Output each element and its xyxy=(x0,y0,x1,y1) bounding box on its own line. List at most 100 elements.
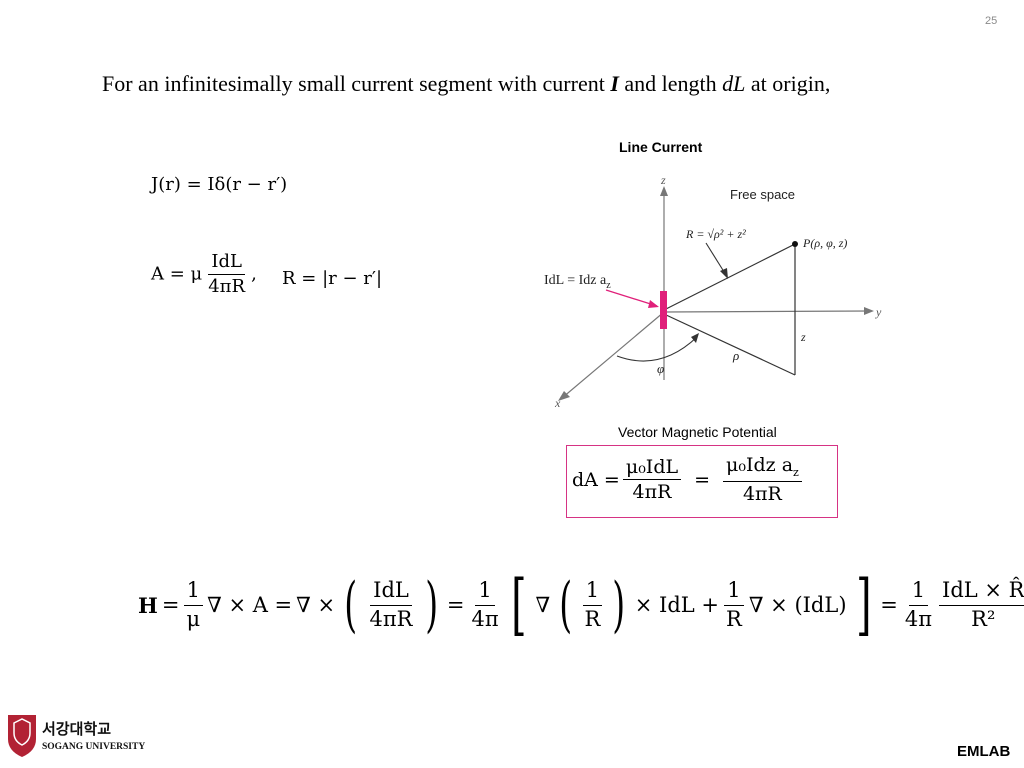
y-axis xyxy=(663,310,871,313)
h-f2-den: 4πR xyxy=(369,606,413,631)
h-f4-num: 1 xyxy=(582,579,603,606)
h-curl: ∇ × xyxy=(296,593,336,617)
h-f4-den: R xyxy=(584,606,601,631)
eq-a-lhs: A = μ xyxy=(151,263,203,285)
source-pointer xyxy=(605,289,658,307)
intro-text: For an infinitesimally small current seg… xyxy=(102,68,902,99)
vector-potential-box xyxy=(566,445,838,518)
point-P-label: P(ρ, φ, z) xyxy=(802,236,847,250)
phi-arc-arrow xyxy=(691,333,699,343)
source-label: IdL = Idz az xyxy=(544,273,611,291)
figure-title: Line Current xyxy=(619,139,703,155)
h-curl-idl: ∇ × (IdL) xyxy=(748,593,847,617)
x-axis xyxy=(561,311,665,399)
lab-name: EMLAB xyxy=(957,743,1011,760)
h-f7-num: IdL × R̂ xyxy=(939,579,1024,606)
h-left-paren-2: ( xyxy=(559,570,573,640)
eq-a-denominator: 4πR xyxy=(208,275,246,297)
h-eq1: = xyxy=(161,593,180,617)
h-nabla: ∇ xyxy=(535,593,551,617)
dA-equals: = xyxy=(694,468,711,491)
axis-z-label: z xyxy=(660,173,666,187)
phi-label: φ xyxy=(657,361,664,376)
shield-emblem xyxy=(13,718,31,746)
h-f6-num: 1 xyxy=(908,579,929,606)
x-axis-arrow xyxy=(558,391,570,401)
h-eq3: = xyxy=(880,593,898,617)
z-side-label: z xyxy=(800,330,806,344)
eq-a-numerator: IdL xyxy=(208,252,245,275)
axis-x-label: x xyxy=(554,396,561,410)
free-space-label: Free space xyxy=(730,187,795,202)
current-segment xyxy=(660,291,667,329)
h-symbol: H xyxy=(138,592,158,618)
intro-after: at origin, xyxy=(745,71,831,96)
h-f5-num: 1 xyxy=(724,579,744,606)
dA-f1-num: μ₀IdL xyxy=(622,456,682,481)
source-pointer-arrow xyxy=(648,300,659,308)
h-left-bracket: [ xyxy=(510,566,527,643)
h-f3-num: 1 xyxy=(475,579,495,606)
z-axis-arrow xyxy=(660,186,668,196)
distance-definition: R = |r − r′| xyxy=(282,268,383,289)
current-density-equation: J(r) = Iδ(r − r′) xyxy=(151,174,288,195)
eq-a-comma: , xyxy=(251,263,257,285)
university-logo: 서강대학교 SOGANG UNIVERSITY xyxy=(8,715,145,757)
page-number: 25 xyxy=(985,15,998,27)
R-label-pointer-arrow xyxy=(720,268,728,279)
intro-middle: and length xyxy=(618,71,723,96)
intro-before: For an infinitesimally small current seg… xyxy=(102,71,611,96)
h-cross-idl: × IdL + xyxy=(634,593,720,617)
h-f6-den: 4π xyxy=(904,606,933,631)
rho-label: ρ xyxy=(732,348,739,363)
dA-f2-num-sub: z xyxy=(793,465,799,479)
intro-length-symbol: dL xyxy=(722,71,746,96)
h-f7-den: R² xyxy=(971,606,996,631)
source-label-main: IdL = Idz a xyxy=(544,273,607,288)
h-right-paren: ) xyxy=(424,570,438,640)
phi-arc xyxy=(616,336,698,362)
dA-f2-num-main: μ₀Idz a xyxy=(726,454,794,476)
intro-current-symbol: I xyxy=(610,71,619,96)
h-curl-a: ∇ × A = xyxy=(207,593,293,617)
h-f1-den: μ xyxy=(186,606,201,631)
h-right-bracket: ] xyxy=(855,566,872,643)
h-f5-den: R xyxy=(726,606,742,631)
source-label-sub: z xyxy=(606,280,611,291)
point-P xyxy=(792,241,798,247)
university-korean-name: 서강대학교 xyxy=(42,720,111,738)
rho-line xyxy=(663,313,796,376)
university-shield-icon xyxy=(8,715,36,757)
R-formula-label: R = √ρ² + z² xyxy=(685,227,746,241)
h-left-paren: ( xyxy=(344,570,358,640)
y-axis-arrow xyxy=(864,307,874,315)
R-line xyxy=(663,243,796,311)
line-current-diagram: z y x Free space R = √ρ² + z² P(ρ, φ, z)… xyxy=(544,173,882,410)
h-f2-num: IdL xyxy=(370,579,412,606)
dA-f1-den: 4πR xyxy=(632,481,672,504)
h-eq2: = xyxy=(446,593,465,617)
vector-potential-title: Vector Magnetic Potential xyxy=(618,424,777,440)
h-f3-den: 4π xyxy=(471,606,499,631)
R-label-pointer xyxy=(705,242,727,276)
dA-f2-num: μ₀Idz az xyxy=(723,455,802,482)
university-english-name: SOGANG UNIVERSITY xyxy=(42,742,145,752)
h-frac-7: IdL × R̂R² xyxy=(939,579,1024,630)
dA-lhs: dA = xyxy=(572,468,620,491)
dA-f2-den: 4πR xyxy=(742,482,782,505)
h-right-paren-2: ) xyxy=(612,570,626,640)
axis-y-label: y xyxy=(875,305,882,319)
h-f1-num: 1 xyxy=(183,579,203,606)
